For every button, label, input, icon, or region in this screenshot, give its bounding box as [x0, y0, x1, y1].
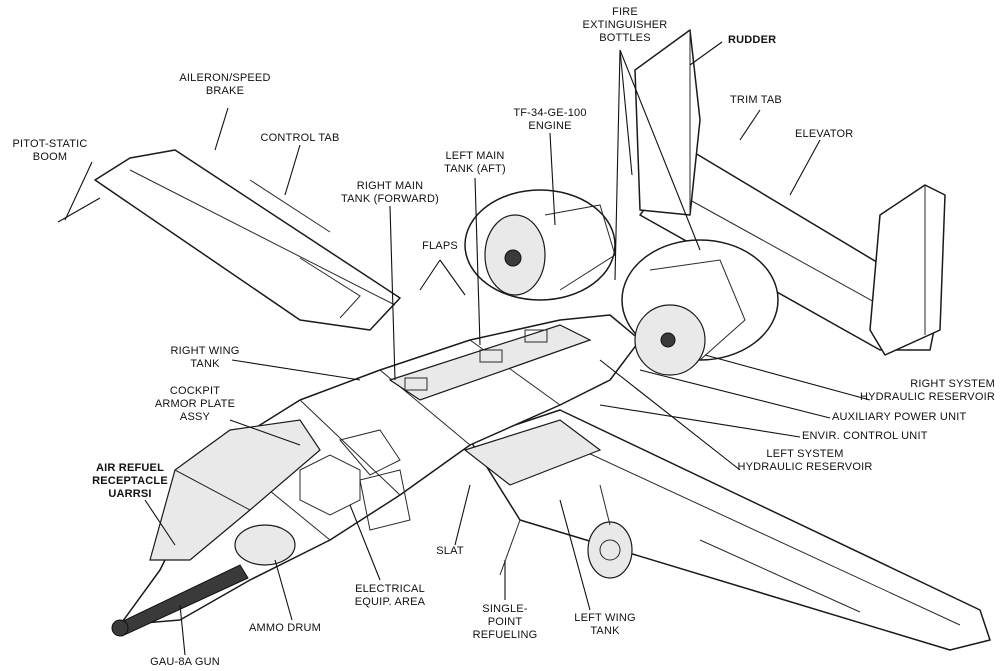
label-right-main-tank: RIGHT MAIN TANK (FORWARD) [341, 180, 439, 205]
label-left-system-hydraulic-reservoir: LEFT SYSTEM HYDRAULIC RESERVOIR [737, 448, 873, 473]
ammo-drum [234, 524, 296, 566]
label-right-wing-tank: RIGHT WING TANK [170, 345, 240, 370]
label-elevator: ELEVATOR [795, 128, 854, 140]
label-ammo-drum: AMMO DRUM [248, 622, 322, 634]
label-pitot-static-boom: PITOT-STATIC BOOM [12, 138, 88, 163]
label-flaps: FLAPS [422, 240, 458, 252]
label-slat: SLAT [436, 545, 464, 557]
label-single-point-refueling: SINGLE- POINT REFUELING [472, 603, 538, 641]
label-air-refuel-receptacle: AIR REFUEL RECEPTACLE UARRSI [92, 462, 168, 500]
label-engine: TF-34-GE-100 ENGINE [513, 107, 587, 132]
label-envir-control-unit: ENVIR. CONTROL UNIT [802, 430, 928, 442]
label-rudder: RUDDER [728, 34, 777, 46]
vertical-stabilizer-left [634, 29, 701, 216]
label-left-wing-tank: LEFT WING TANK [574, 612, 636, 637]
label-gau-8a-gun: GAU-8A GUN [150, 656, 220, 668]
vertical-stabilizer-right [869, 184, 946, 356]
label-aileron-speed-brake: AILERON/SPEED BRAKE [179, 72, 271, 97]
leader-lines [64, 41, 871, 656]
right-wing [94, 149, 401, 331]
label-electrical-equip-area: ELECTRICAL EQUIP. AREA [354, 583, 426, 608]
label-control-tab: CONTROL TAB [260, 132, 340, 144]
label-trim-tab: TRIM TAB [730, 94, 782, 106]
canopy [149, 419, 321, 561]
slat-panel [463, 419, 602, 486]
label-cockpit-armor-plate: COCKPIT ARMOR PLATE ASSY [154, 385, 236, 423]
main-landing-gear-wheel [587, 521, 633, 579]
label-right-system-hydraulic-reservoir: RIGHT SYSTEM HYDRAULIC RESERVOIR [859, 378, 995, 403]
pitot-static-boom [57, 197, 101, 223]
label-fire-extinguisher-bottles: FIRE EXTINGUISHER BOTTLES [582, 6, 668, 44]
label-left-main-tank: LEFT MAIN TANK (AFT) [444, 150, 506, 175]
label-auxiliary-power-unit: AUXILIARY POWER UNIT [832, 411, 967, 423]
